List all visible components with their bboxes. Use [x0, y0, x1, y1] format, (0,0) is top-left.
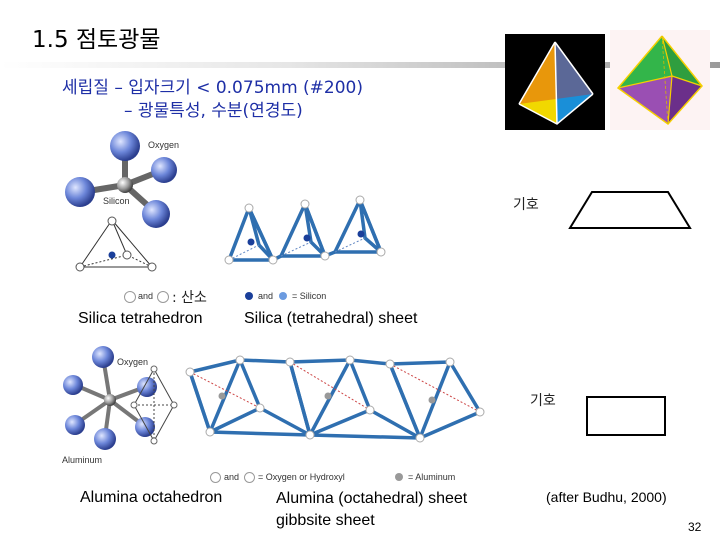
slide-title: 1.5 점토광물: [32, 27, 161, 53]
octahedron-model-graphic: [616, 35, 703, 126]
page-number: 32: [688, 520, 702, 534]
silicon-marker-icon: [245, 292, 253, 300]
alumina-legend: and = Oxygen or Hydroxyl = Aluminum: [210, 470, 480, 484]
silica-legend-right-meaning: = Silicon: [292, 291, 327, 301]
alumina-symbol-rectangle: [586, 396, 666, 436]
silica-ball-stick-diagram: [65, 131, 177, 228]
subtitle-line-2: – 광물특성, 수분(연경도): [124, 101, 303, 121]
silica-tetrahedron-caption: Silica tetrahedron: [78, 310, 203, 327]
silica-silicon-label: Silicon: [103, 196, 130, 206]
alumina-legend-left-meaning: = Oxygen or Hydroxyl: [258, 472, 345, 482]
alumina-legend-right-meaning: = Aluminum: [408, 472, 456, 482]
oxygen-marker-icon: [210, 472, 221, 483]
silica-symbol-trapezoid: [568, 191, 692, 229]
silica-sheet-caption: Silica (tetrahedral) sheet: [244, 310, 418, 327]
hydroxyl-marker-icon: [244, 472, 255, 483]
oxygen-marker-icon: [157, 291, 169, 303]
alumina-sheet-caption-line-1: Alumina (octahedral) sheet: [276, 490, 468, 507]
aluminum-marker-icon: [395, 473, 403, 481]
alumina-sheet-caption-line-2: gibbsite sheet: [276, 512, 375, 529]
alumina-aluminum-label: Aluminum: [62, 455, 103, 465]
silica-oxygen-label: Oxygen: [148, 140, 180, 150]
subtitle-line-1: 세립질 – 입자크기 < 0.075mm (#200): [62, 78, 363, 98]
silica-sheet-diagram: [224, 195, 386, 265]
alumina-ball-stick-diagram: [63, 346, 157, 450]
silica-legend-left-and: and: [138, 291, 154, 301]
silicon-marker-icon: [279, 292, 287, 300]
alumina-octahedron-caption: Alumina octahedron: [80, 489, 223, 506]
alumina-legend-left-and: and: [224, 472, 240, 482]
tetrahedron-model-graphic: [518, 41, 594, 125]
silica-legend-right-and: and: [258, 291, 274, 301]
oxygen-marker-icon: [124, 291, 136, 303]
silica-legend: and : 산소 and = Silicon: [124, 288, 360, 306]
source-citation: (after Budhu, 2000): [546, 489, 667, 505]
alumina-oxygen-label: Oxygen: [117, 357, 149, 367]
title-underline: [0, 62, 720, 68]
silica-tetrahedron-wire: [75, 216, 157, 272]
alumina-symbol-label: 기호: [530, 393, 556, 409]
silica-symbol-label: 기호: [513, 197, 539, 213]
octahedron-photo: [610, 30, 710, 130]
tetrahedron-photo: [505, 34, 605, 130]
alumina-sheet-diagram: [185, 355, 485, 443]
silica-legend-left-meaning: : 산소: [172, 290, 207, 306]
alumina-octahedron-wire: [130, 365, 178, 445]
